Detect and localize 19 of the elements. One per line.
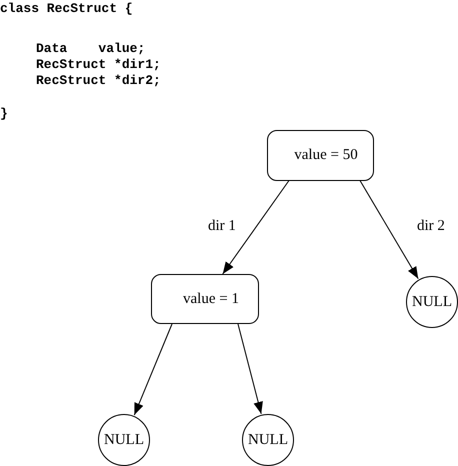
- code-line: class RecStruct {: [0, 1, 133, 16]
- arrow: [238, 324, 263, 414]
- null-circle: [406, 276, 458, 328]
- null-circle: [242, 414, 294, 466]
- arrow: [134, 324, 172, 416]
- code-line: RecStruct *dir1;: [36, 57, 161, 72]
- value-box: [151, 274, 259, 324]
- node-text: NULL: [104, 432, 144, 448]
- null-circle: [98, 414, 150, 466]
- arrow: [360, 180, 419, 280]
- code-line: }: [0, 106, 8, 121]
- node-text: value = 1: [183, 290, 239, 308]
- value-box: [266, 130, 374, 180]
- arrow: [222, 180, 290, 274]
- node-text: NULL: [412, 294, 452, 310]
- code-line: RecStruct *dir2;: [36, 73, 161, 88]
- code-line: Data value;: [36, 41, 146, 56]
- node-text: value = 50: [294, 146, 358, 164]
- node-text: NULL: [248, 432, 288, 448]
